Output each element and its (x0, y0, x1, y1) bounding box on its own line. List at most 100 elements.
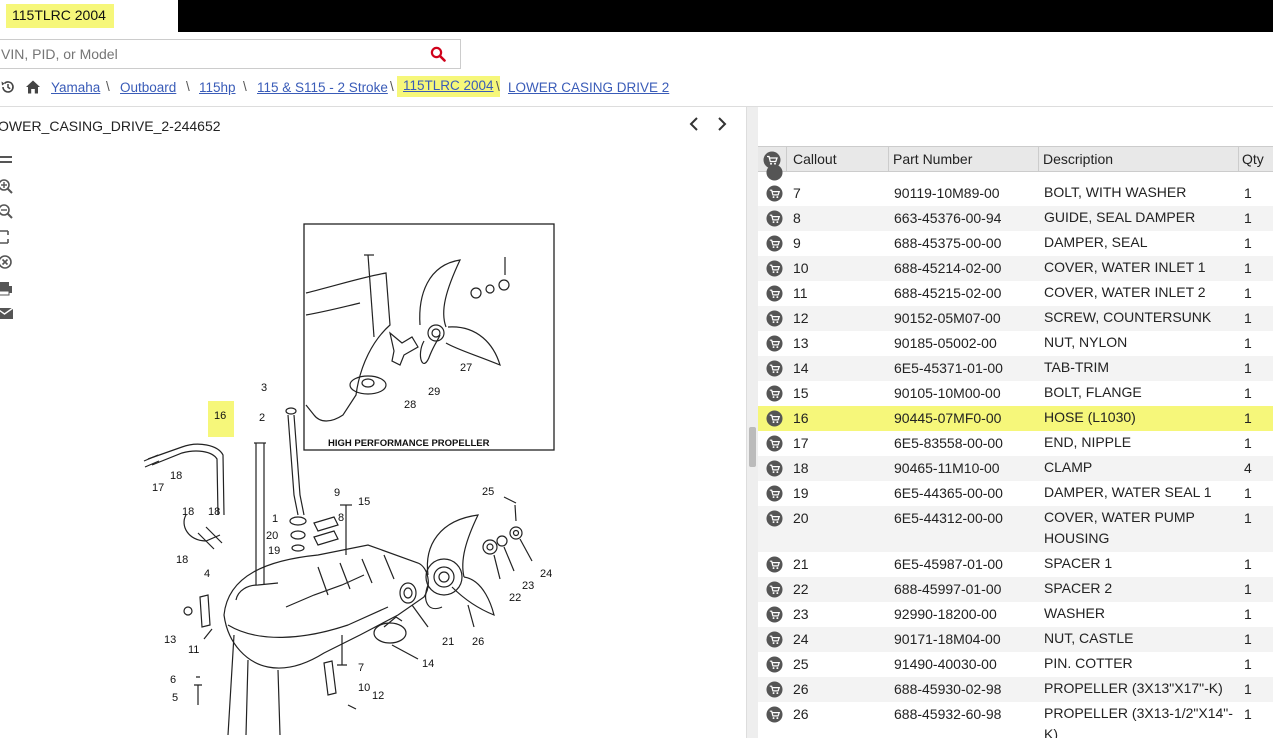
svg-text:28: 28 (404, 399, 416, 411)
add-to-cart-icon[interactable] (766, 606, 783, 623)
print-icon[interactable] (0, 278, 16, 298)
add-to-cart-icon[interactable] (766, 260, 783, 277)
cell-callout: 8 (793, 210, 801, 226)
cell-qty: 1 (1244, 606, 1252, 622)
breadcrumb-separator: \ (186, 79, 190, 94)
cell-callout: 23 (793, 606, 809, 622)
add-to-cart-icon[interactable] (766, 656, 783, 673)
add-to-cart-icon[interactable] (766, 460, 783, 477)
svg-text:22: 22 (509, 592, 521, 604)
cell-qty: 1 (1244, 285, 1252, 301)
svg-text:26: 26 (472, 636, 484, 648)
add-to-cart-icon[interactable] (766, 706, 783, 723)
breadcrumb-separator: \ (390, 79, 394, 94)
cell-part-number: 6E5-45371-01-00 (894, 360, 1003, 376)
email-icon[interactable] (0, 303, 16, 323)
add-to-cart-icon[interactable] (766, 285, 783, 302)
svg-text:17: 17 (152, 482, 164, 494)
cart-icon[interactable] (766, 164, 783, 181)
cell-callout: 24 (793, 631, 809, 647)
zoom-in-icon[interactable] (0, 176, 16, 196)
svg-text:21: 21 (442, 636, 454, 648)
add-to-cart-icon[interactable] (766, 335, 783, 352)
breadcrumb-separator: \ (243, 79, 247, 94)
cell-callout: 19 (793, 485, 809, 501)
home-icon[interactable] (25, 79, 41, 95)
add-to-cart-icon[interactable] (766, 385, 783, 402)
add-to-cart-icon[interactable] (766, 581, 783, 598)
column-part-number[interactable]: Part Number (893, 151, 973, 167)
cell-description: NUT, NYLON (1044, 334, 1128, 350)
breadcrumb-outboard[interactable]: Outboard (120, 80, 177, 95)
diagram-title: OWER_CASING_DRIVE_2-244652 (0, 118, 221, 134)
add-to-cart-icon[interactable] (766, 360, 783, 377)
splitter-grip[interactable] (749, 427, 756, 467)
add-to-cart-icon[interactable] (766, 510, 783, 527)
breadcrumb-separator: \ (106, 79, 110, 94)
search-icon[interactable] (430, 46, 446, 62)
fit-screen-icon[interactable] (0, 227, 16, 247)
add-to-cart-icon[interactable] (766, 410, 783, 427)
cell-description: PIN. COTTER (1044, 655, 1133, 671)
add-to-cart-icon[interactable] (766, 185, 783, 202)
panel-splitter[interactable] (746, 107, 758, 738)
cell-description: DAMPER, WATER SEAL 1 (1044, 484, 1212, 500)
cell-callout: 26 (793, 681, 809, 697)
reset-icon[interactable] (0, 252, 16, 272)
zoom-out-icon[interactable] (0, 201, 16, 221)
cart-icon[interactable] (763, 151, 781, 169)
history-icon[interactable] (0, 79, 16, 95)
column-qty[interactable]: Qty (1242, 151, 1264, 167)
cell-qty: 1 (1244, 410, 1252, 426)
add-to-cart-icon[interactable] (766, 235, 783, 252)
column-description[interactable]: Description (1043, 151, 1114, 167)
breadcrumb-115hp[interactable]: 115hp (199, 80, 236, 95)
prev-diagram-button[interactable] (684, 114, 704, 134)
add-to-cart-icon[interactable] (766, 631, 783, 648)
add-to-cart-icon[interactable] (766, 310, 783, 327)
cell-qty: 1 (1244, 360, 1252, 376)
parts-diagram[interactable]: 16 HIGH PERFORMANCE PROPELLER 27 29 28 3… (128, 215, 568, 738)
column-separator (1038, 147, 1039, 172)
menu-icon[interactable] (0, 150, 16, 170)
chevron-right-icon (718, 117, 727, 131)
next-diagram-button[interactable] (712, 114, 732, 134)
add-to-cart-icon[interactable] (766, 556, 783, 573)
column-callout[interactable]: Callout (793, 151, 837, 167)
add-to-cart-icon[interactable] (766, 681, 783, 698)
add-to-cart-icon[interactable] (766, 210, 783, 227)
breadcrumb-lower-casing-drive-2[interactable]: LOWER CASING DRIVE 2 (508, 80, 670, 95)
add-to-cart-icon[interactable] (766, 485, 783, 502)
breadcrumb-yamaha[interactable]: Yamaha (51, 80, 101, 95)
svg-text:18: 18 (182, 506, 194, 518)
add-to-cart-icon[interactable] (766, 435, 783, 452)
search-input[interactable] (0, 40, 419, 68)
cell-description: BOLT, FLANGE (1044, 384, 1142, 400)
cell-part-number: 6E5-45987-01-00 (894, 556, 1003, 572)
breadcrumb-115-s115[interactable]: 115 & S115 - 2 Stroke (257, 80, 388, 95)
breadcrumb-115tlrc-2004[interactable]: 115TLRC 2004 (397, 76, 500, 97)
cell-qty: 1 (1244, 706, 1252, 722)
